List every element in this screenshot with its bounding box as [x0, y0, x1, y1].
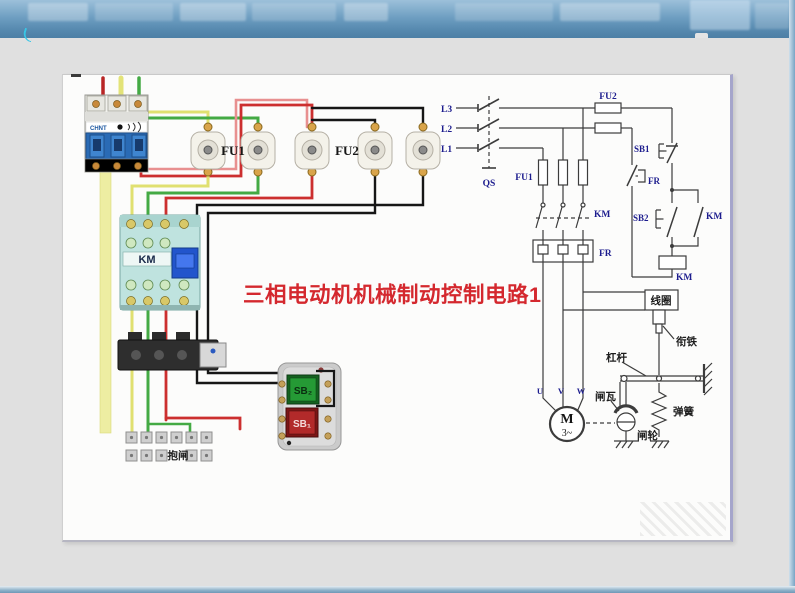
label-motor: M — [560, 412, 573, 427]
label-fr-heater: FR — [599, 249, 612, 259]
label-spring: 弹簧 — [673, 405, 694, 418]
corner-artifact — [71, 74, 81, 77]
watermark-stripes — [640, 502, 726, 536]
toolbar-notch — [695, 33, 708, 38]
label-l1: L1 — [441, 145, 452, 155]
fu2-photo-label: FU2 — [335, 143, 359, 158]
label-qs: QS — [483, 179, 496, 189]
toolbar-button-blur[interactable] — [560, 3, 660, 21]
label-fr-contact: FR — [648, 176, 660, 186]
label-km-aux: KM — [706, 212, 722, 222]
label-km-main: KM — [594, 210, 610, 220]
schematic-labels: L3 L2 L1 QS FU1 FU2 KM FR SB1 FR SB2 KM … — [441, 92, 722, 442]
pen-cursor-icon — [21, 27, 35, 43]
toolbar-button-blur[interactable] — [755, 3, 789, 29]
label-wheel: 闸轮 — [637, 429, 658, 442]
toolbar-button-blur[interactable] — [28, 3, 88, 21]
label-motor-phase: 3~ — [562, 428, 573, 439]
toolbar-button-blur[interactable] — [690, 0, 750, 30]
label-u: U — [537, 386, 543, 396]
terminal-label: 抱闸 — [168, 449, 189, 462]
porcelain-fuse — [405, 122, 441, 177]
fuse-row: FU1 FU2 — [190, 122, 441, 177]
thermal-relay — [117, 332, 227, 371]
porcelain-fuse — [240, 122, 276, 177]
diagram-title: 三相电动机机械制动控制电路1 — [243, 282, 541, 307]
label-km-coil: KM — [676, 273, 692, 283]
label-l3: L3 — [441, 105, 452, 115]
label-w: W — [577, 386, 586, 396]
sb2-button-label[interactable]: SB₂ — [294, 386, 312, 397]
label-shoe: 闸瓦 — [595, 390, 616, 403]
brake-mechanism — [586, 289, 713, 449]
label-coil: 线圈 — [651, 294, 672, 307]
toolbar-button-blur[interactable] — [180, 3, 246, 21]
label-fu2: FU2 — [599, 92, 617, 102]
window-edge-bottom — [0, 586, 795, 593]
porcelain-fuse — [294, 122, 330, 177]
toolbar-button-blur[interactable] — [95, 3, 173, 21]
label-lever: 杠杆 — [606, 351, 627, 364]
label-armature: 衔铁 — [676, 335, 697, 348]
porcelain-fuse — [190, 122, 226, 177]
schematic-control — [626, 108, 704, 278]
toolbar — [0, 0, 795, 43]
terminal-block: 抱闸 — [125, 431, 213, 462]
contactor: KM — [119, 214, 201, 311]
sb1-button-label[interactable]: SB₁ — [293, 419, 311, 430]
breaker-brand: CHNT — [90, 126, 107, 132]
label-fu1: FU1 — [515, 173, 533, 183]
label-v: V — [558, 386, 565, 396]
button-station: SB₂ SB₁ — [277, 362, 342, 451]
window-edge-right — [789, 0, 795, 593]
fu1-photo-label: FU1 — [221, 143, 245, 158]
circuit-breaker: CHNT — [84, 94, 149, 173]
label-l2: L2 — [441, 125, 452, 135]
porcelain-fuse — [357, 122, 393, 177]
label-sb1: SB1 — [634, 144, 650, 154]
toolbar-button-blur[interactable] — [344, 3, 388, 21]
toolbar-button-blur[interactable] — [455, 3, 553, 21]
schematic-power — [456, 96, 672, 443]
contactor-label: KM — [138, 254, 155, 266]
photo-wires — [99, 75, 425, 435]
label-sb2: SB2 — [633, 213, 649, 223]
toolbar-button-blur[interactable] — [252, 3, 336, 21]
circuit-diagram: CHNT — [84, 75, 722, 462]
